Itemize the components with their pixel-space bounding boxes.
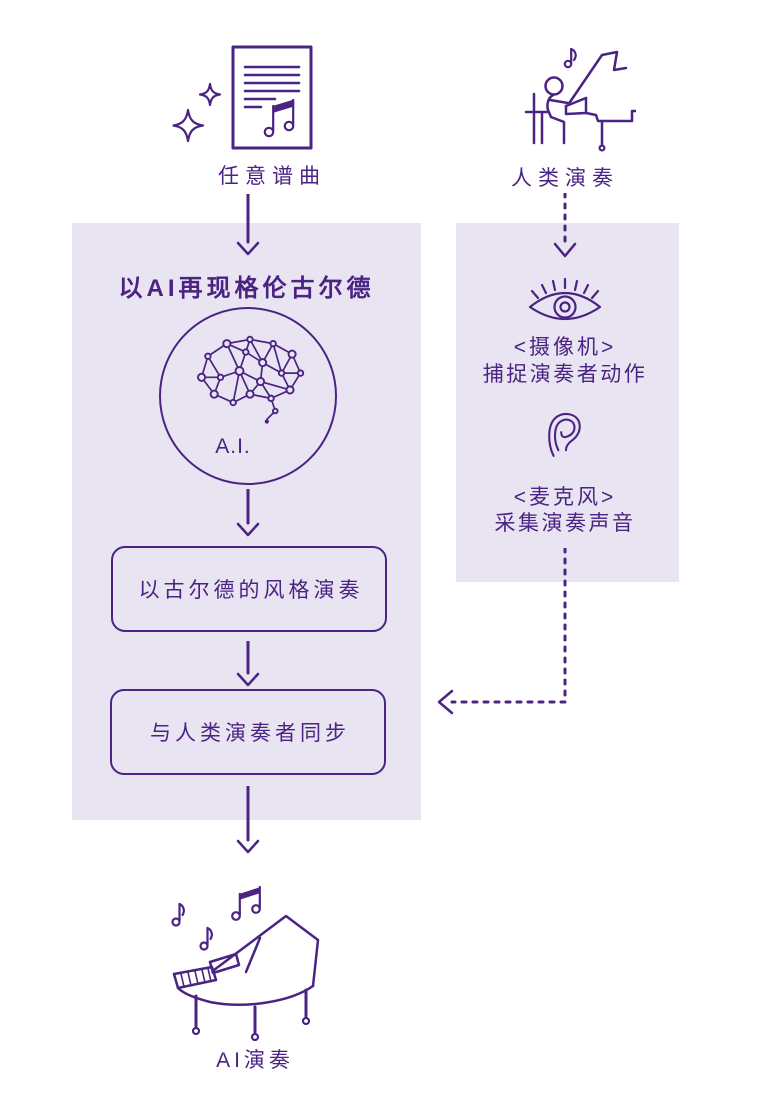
eye-icon — [528, 277, 602, 320]
style-step-label: 以古尔德的风格演奏 — [138, 579, 364, 602]
sync-step-box: 与人类演奏者同步 — [110, 689, 386, 775]
score-to-ai-arrow-down-icon — [236, 194, 260, 256]
ai-core-circle: A.I. — [159, 307, 337, 485]
microphone-description: 采集演奏声音 — [494, 512, 636, 535]
sheet-music-icon — [231, 45, 313, 150]
style-to-sync-arrow-down-icon — [236, 641, 260, 687]
sensors-to-sync-dotted-elbow-arrow-icon — [437, 548, 567, 715]
ai-panel-title: 以AI再现格伦古尔德 — [118, 275, 375, 302]
sync-step-label: 与人类演奏者同步 — [150, 722, 350, 745]
microphone-tag: <麦克风> — [513, 486, 617, 509]
human-performance-label: 人类演奏 — [511, 167, 619, 190]
human-to-sensors-dotted-arrow-down-icon — [553, 193, 577, 258]
ai-performance-label: AI演奏 — [216, 1049, 294, 1072]
score-label: 任意谱曲 — [218, 165, 326, 188]
style-step-box: 以古尔德的风格演奏 — [111, 546, 387, 632]
camera-description: 捕捉演奏者动作 — [482, 363, 648, 386]
ai-to-style-arrow-down-icon — [236, 489, 260, 537]
brain-network-icon — [197, 335, 305, 424]
pianist-icon — [524, 47, 636, 152]
camera-tag: <摄像机> — [513, 336, 617, 359]
sparkles-icon — [172, 82, 222, 143]
ai-core-label: A.I. — [215, 435, 251, 458]
sensor-panel — [456, 223, 679, 582]
grand-piano-icon — [171, 885, 320, 1041]
sync-to-output-arrow-down-icon — [236, 786, 260, 854]
ear-icon — [548, 412, 581, 457]
